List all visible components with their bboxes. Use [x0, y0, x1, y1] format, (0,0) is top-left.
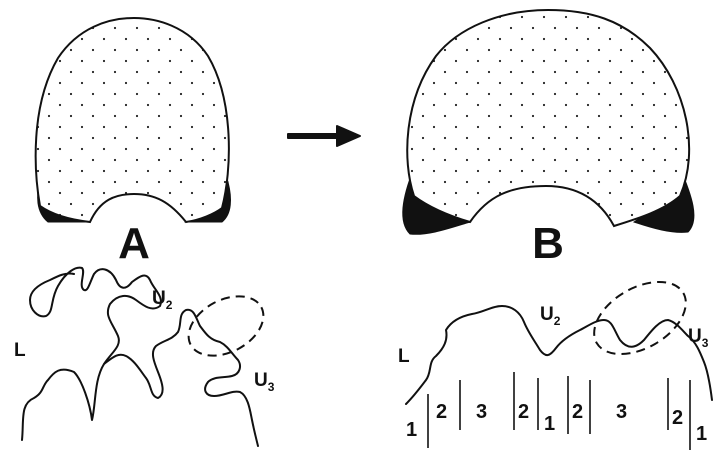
- lobe-number: 2: [672, 407, 683, 429]
- right-arrow-icon: [288, 126, 360, 146]
- suture-b-label-l: L: [398, 346, 410, 367]
- lobe-numbers: 1 2 3 2 1 2 3 2 1: [406, 401, 707, 445]
- lobe-number: 3: [616, 401, 627, 423]
- whorl-section-b: [403, 10, 694, 234]
- whorl-section-a: [36, 18, 231, 222]
- whorl-b-outline: [407, 10, 689, 226]
- suture-b-label-u2: U2: [540, 304, 561, 328]
- suture-a-label-l: L: [14, 340, 26, 361]
- lobe-number: 2: [572, 401, 583, 423]
- lobe-number: 2: [436, 401, 447, 423]
- lobe-number: 3: [476, 401, 487, 423]
- suture-line-a: [22, 268, 274, 446]
- lobe-number: 1: [406, 419, 417, 441]
- suture-b-label-u3: U3: [688, 326, 709, 350]
- lobe-number: 1: [544, 413, 555, 435]
- lobe-number: 1: [696, 423, 707, 445]
- suture-a-label-u3: U3: [254, 370, 275, 394]
- suture-b-highlight-ellipse: [582, 267, 699, 369]
- suture-line-b: [406, 267, 712, 404]
- panel-letter-a: A: [118, 219, 150, 268]
- whorl-a-outline: [36, 18, 229, 222]
- lobe-dividers: [428, 372, 690, 450]
- lobe-number: 2: [518, 401, 529, 423]
- suture-a-label-u2: U2: [152, 288, 173, 312]
- panel-letter-b: B: [532, 219, 564, 268]
- suture-a-highlight-ellipse: [178, 284, 273, 367]
